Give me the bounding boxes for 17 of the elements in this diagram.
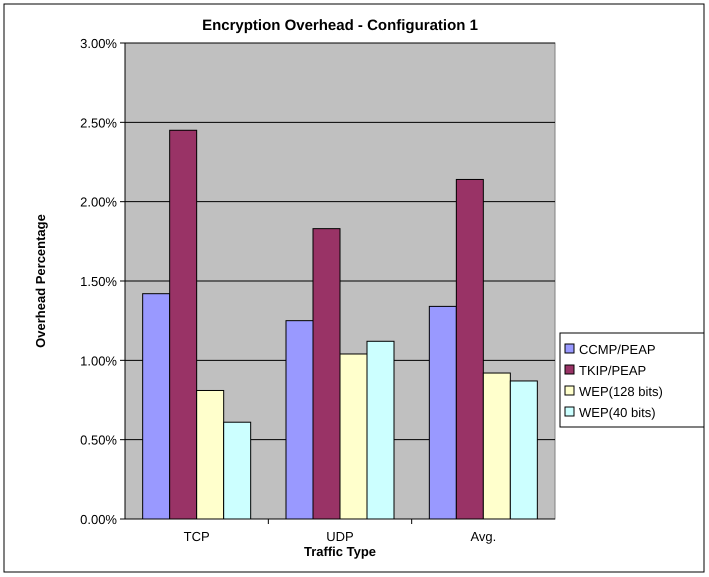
tick-label: 1.00%: [80, 353, 117, 368]
tick-label: 3.00%: [80, 36, 117, 51]
category-label: UDP: [326, 529, 354, 544]
category-label: Avg.: [470, 529, 496, 544]
axis-title: Traffic Type: [304, 544, 376, 559]
tick-label: 2.50%: [80, 115, 117, 130]
legend-label: WEP(128 bits): [579, 384, 663, 399]
tick-label: 1.50%: [80, 274, 117, 289]
legend-label: CCMP/PEAP: [579, 342, 656, 357]
tick-label: 0.00%: [80, 512, 117, 527]
tick-label: 2.00%: [80, 194, 117, 210]
axis-title: Overhead Percentage: [33, 214, 48, 348]
chart-title: Encryption Overhead - Configuration 1: [202, 17, 478, 34]
category-label: TCP: [184, 529, 210, 544]
tick-label: 0.50%: [80, 432, 117, 448]
legend-label: TKIP/PEAP: [579, 363, 646, 378]
legend-label: WEP(40 bits): [579, 405, 656, 420]
